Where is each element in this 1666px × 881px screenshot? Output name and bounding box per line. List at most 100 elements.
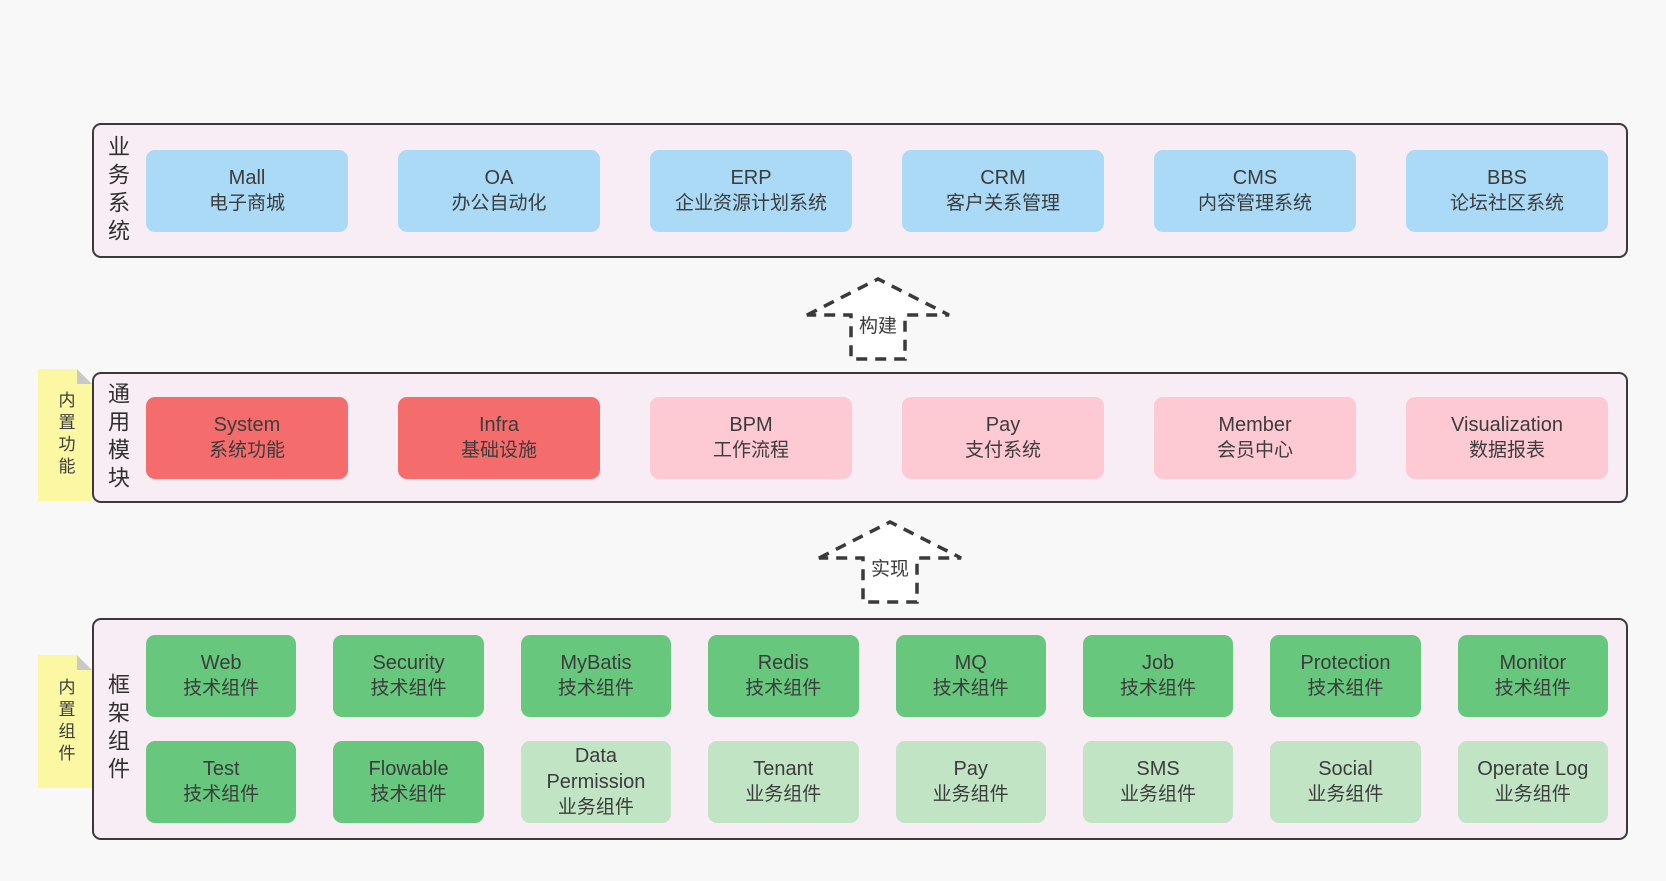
- component-name: Web: [200, 652, 242, 674]
- component-name: Security: [372, 652, 445, 674]
- component-desc: 业务组件: [932, 784, 1009, 805]
- module-name: CMS: [1232, 166, 1278, 189]
- implement-arrow-label: 实现: [868, 559, 912, 581]
- component-desc: 业务组件: [1307, 784, 1384, 805]
- component-name: SMS: [1136, 758, 1180, 780]
- component-desc: 技术组件: [370, 784, 447, 805]
- build-arrow-label: 构建: [856, 316, 900, 338]
- module-box-system: System 系统功能: [146, 396, 348, 479]
- module-name: Infra: [478, 413, 520, 436]
- module-name: BPM: [729, 413, 773, 436]
- band-business-label: 业务系统: [94, 125, 140, 256]
- component-name: Flowable: [368, 758, 449, 780]
- module-desc: 企业资源计划系统: [674, 192, 827, 214]
- build-arrow: 构建: [804, 276, 952, 362]
- module-desc: 数据报表: [1468, 439, 1545, 461]
- module-name: OA: [484, 166, 514, 189]
- folded-corner-icon: [77, 369, 92, 384]
- module-name: CRM: [980, 166, 1026, 189]
- component-name: Social: [1318, 758, 1373, 780]
- module-box-mall: Mall 电子商城: [146, 149, 348, 232]
- folded-corner-icon: [77, 655, 92, 670]
- component-box-operate-log: Operate Log 业务组件: [1457, 741, 1608, 823]
- framework-row-1: Web 技术组件 Security 技术组件 MyBatis 技术组件 Redi…: [146, 635, 1608, 717]
- module-box-visualization: Visualization 数据报表: [1406, 396, 1608, 479]
- module-name: ERP: [730, 166, 772, 189]
- module-name: Mall: [228, 166, 266, 189]
- band-label-text: 框架组件: [105, 673, 130, 785]
- component-desc: 技术组件: [183, 784, 260, 805]
- component-name: Pay: [953, 758, 988, 780]
- module-name: Visualization: [1451, 413, 1563, 436]
- component-box-sms: SMS 业务组件: [1082, 741, 1234, 823]
- component-desc: 技术组件: [183, 678, 260, 699]
- module-box-crm: CRM 客户关系管理: [902, 149, 1104, 232]
- band-label-text: 业务系统: [105, 134, 130, 247]
- band-common-modules: 通用模块 System 系统功能 Infra 基础设施 BPM 工作流程 Pay…: [92, 372, 1628, 503]
- component-desc: 技术组件: [932, 678, 1009, 699]
- module-box-bpm: BPM 工作流程: [650, 396, 852, 479]
- business-boxes-row: Mall 电子商城 OA 办公自动化 ERP 企业资源计划系统 CRM 客户关系…: [146, 149, 1608, 232]
- module-desc: 支付系统: [964, 439, 1041, 461]
- component-name: Tenant: [753, 758, 814, 780]
- component-desc: 技术组件: [557, 678, 634, 699]
- component-name: Monitor: [1499, 652, 1567, 674]
- module-desc: 工作流程: [712, 439, 789, 461]
- module-desc: 内容管理系统: [1197, 192, 1312, 214]
- component-box-monitor: Monitor 技术组件: [1457, 635, 1608, 717]
- module-name: BBS: [1486, 166, 1528, 189]
- component-name: Job: [1141, 652, 1175, 674]
- component-desc: 业务组件: [1120, 784, 1197, 805]
- sticky-note-builtin-components: 内置组件: [38, 655, 92, 788]
- component-desc: 技术组件: [1120, 678, 1197, 699]
- component-desc: 业务组件: [1494, 784, 1571, 805]
- component-box-test: Test 技术组件: [146, 741, 297, 823]
- component-box-protection: Protection 技术组件: [1270, 635, 1421, 717]
- module-box-pay: Pay 支付系统: [902, 396, 1104, 479]
- module-box-oa: OA 办公自动化: [398, 149, 600, 232]
- component-name: Data Permission: [546, 745, 646, 793]
- component-box-tenant: Tenant 业务组件: [708, 741, 859, 823]
- component-box-data-permission: Data Permission 业务组件: [520, 741, 672, 823]
- component-name: Redis: [757, 652, 809, 674]
- component-name: Protection: [1300, 652, 1391, 674]
- component-box-social: Social 业务组件: [1270, 741, 1421, 823]
- sticky-note-text: 内置组件: [55, 677, 75, 766]
- component-box-pay: Pay 业务组件: [895, 741, 1046, 823]
- module-name: System: [213, 413, 281, 436]
- sticky-note-text: 内置功能: [55, 391, 75, 479]
- framework-row-2: Test 技术组件 Flowable 技术组件 Data Permission …: [146, 741, 1608, 823]
- module-box-bbs: BBS 论坛社区系统: [1406, 149, 1608, 232]
- component-box-security: Security 技术组件: [333, 635, 484, 717]
- band-framework-components: 框架组件 Web 技术组件 Security 技术组件 MyBatis 技术组件…: [92, 618, 1628, 840]
- component-box-flowable: Flowable 技术组件: [333, 741, 484, 823]
- component-box-mq: MQ 技术组件: [895, 635, 1046, 717]
- component-desc: 技术组件: [1307, 678, 1384, 699]
- sticky-note-builtin-features: 内置功能: [38, 369, 92, 501]
- component-desc: 业务组件: [745, 784, 822, 805]
- module-box-cms: CMS 内容管理系统: [1154, 149, 1356, 232]
- band-label-text: 通用模块: [105, 381, 130, 494]
- module-name: Pay: [985, 413, 1021, 436]
- module-desc: 电子商城: [208, 192, 285, 214]
- component-name: MQ: [954, 652, 987, 674]
- component-name: MyBatis: [560, 652, 632, 674]
- implement-arrow: 实现: [816, 519, 964, 605]
- component-box-web: Web 技术组件: [146, 635, 297, 717]
- band-framework-label: 框架组件: [94, 620, 140, 838]
- module-desc: 办公自动化: [451, 192, 547, 214]
- component-name: Operate Log: [1477, 758, 1589, 780]
- framework-rows: Web 技术组件 Security 技术组件 MyBatis 技术组件 Redi…: [146, 635, 1608, 823]
- band-business-systems: 业务系统 Mall 电子商城 OA 办公自动化 ERP 企业资源计划系统 CRM…: [92, 123, 1628, 258]
- component-desc: 技术组件: [745, 678, 822, 699]
- band-modules-label: 通用模块: [94, 374, 140, 501]
- component-box-mybatis: MyBatis 技术组件: [520, 635, 672, 717]
- component-desc: 技术组件: [370, 678, 447, 699]
- module-desc: 系统功能: [208, 439, 285, 461]
- module-box-erp: ERP 企业资源计划系统: [650, 149, 852, 232]
- module-desc: 会员中心: [1216, 439, 1293, 461]
- module-desc: 客户关系管理: [945, 192, 1060, 214]
- module-box-infra: Infra 基础设施: [398, 396, 600, 479]
- component-desc: 技术组件: [1494, 678, 1571, 699]
- module-desc: 论坛社区系统: [1449, 192, 1564, 214]
